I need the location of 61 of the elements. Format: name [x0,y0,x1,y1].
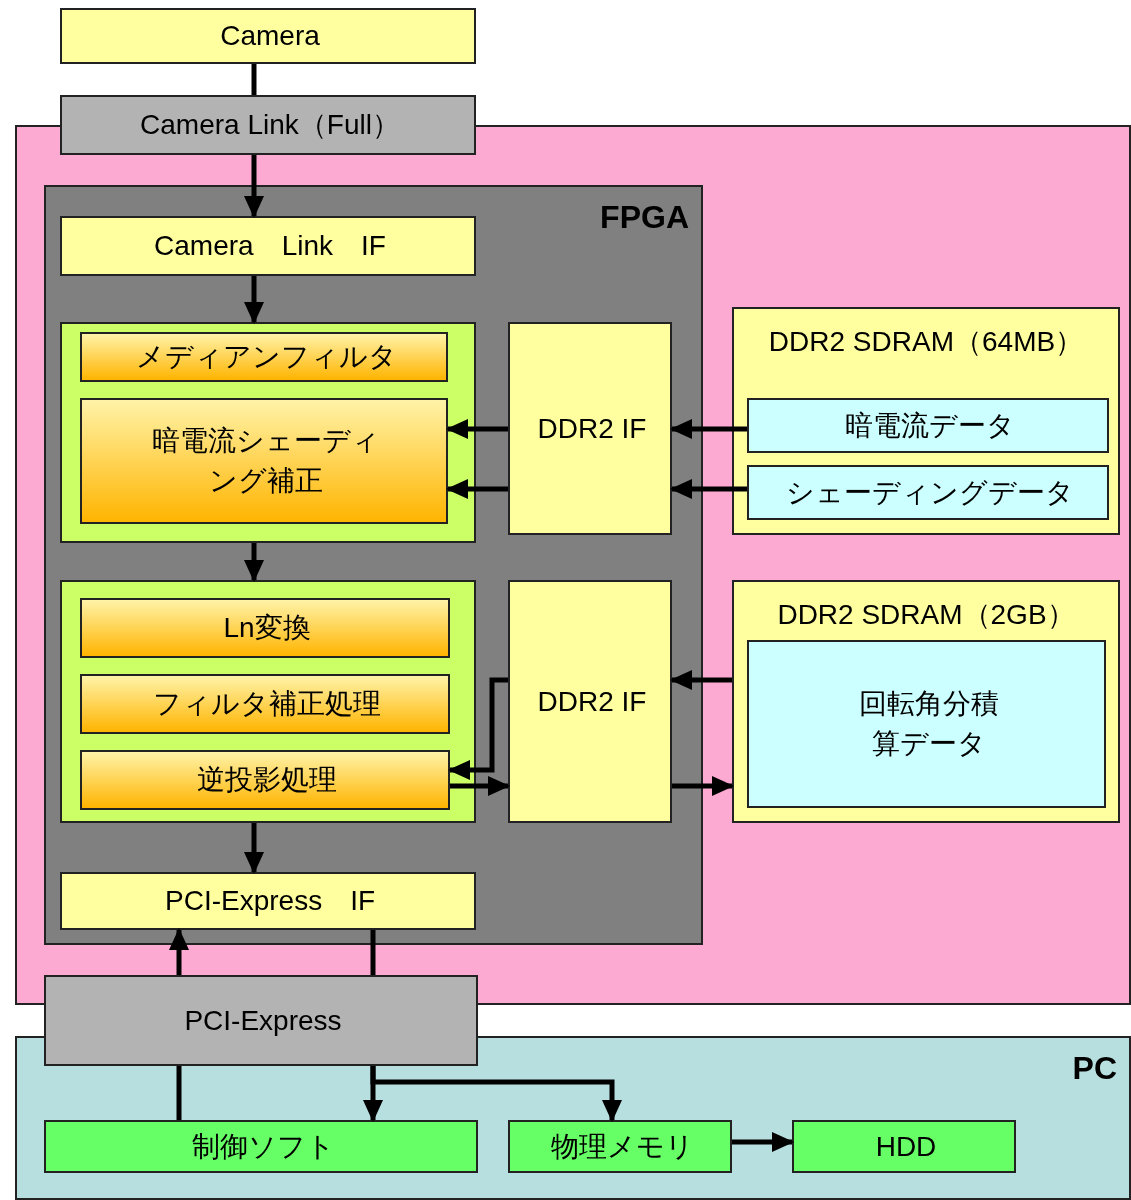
block-label: 回転角分積算データ [858,687,1000,761]
block-label: Ln変換 [222,611,312,645]
arrow [244,276,264,324]
process-box [80,674,450,734]
process-box [80,332,448,382]
interface-box [508,580,672,823]
block-label: PCI-Express [183,1004,343,1037]
arrow [672,776,734,796]
data-box [747,465,1109,520]
arrow [450,776,510,796]
group-box [60,580,476,823]
interface-box [508,322,672,535]
block-label: Camera [219,20,321,52]
block-label: 逆投影処理 [196,763,338,797]
arrow [670,419,747,439]
memory-box [732,580,1120,823]
software-box [44,1120,478,1173]
arrow [670,670,732,690]
data-box [747,398,1109,453]
memory-box [508,1120,732,1173]
arrow [670,479,747,499]
block-label: メディアンフィルタ [134,340,398,374]
area-title: DDR2 SDRAM（2GB） [776,598,1076,632]
group-box [60,322,476,543]
arrow [448,677,508,780]
block-label: 物理メモリ [549,1129,695,1164]
process-box [80,398,448,524]
arrow [446,479,508,499]
arrow [244,155,264,218]
arrow [244,823,264,874]
area-title: PC [1072,1050,1117,1087]
process-box [80,750,450,810]
block-label: PCI-Express IF [164,884,376,918]
interface-box [60,872,476,930]
process-box [80,598,450,658]
block-label: 暗電流データ [844,408,1016,443]
block-label: Camera Link IF [153,229,387,263]
arrow [169,928,189,975]
interface-box [44,975,478,1066]
memory-box [732,307,1120,535]
interface-box [60,216,476,276]
data-box [747,640,1106,808]
block-label: Camera Link（Full） [139,108,401,142]
block-label: DDR2 IF [536,685,648,718]
arrow [244,543,264,582]
area-title: FPGA [600,199,689,236]
fpga-area [44,185,703,945]
arrow [732,1132,794,1152]
block-label: HDD [874,1130,938,1163]
block-label: シェーディングデータ [785,475,1075,510]
block-label: DDR2 IF [536,412,648,445]
arrow [446,419,508,439]
storage-box [792,1120,1016,1173]
camera-box [60,8,476,64]
block-label: 制御ソフト [190,1129,336,1164]
block-label: フィルタ補正処理 [152,687,382,721]
arrow [370,1066,622,1122]
interface-box [60,95,476,155]
area-title: DDR2 SDRAM（64MB） [767,325,1085,359]
pc-area [15,1036,1131,1200]
block-label: 暗電流シェーディング補正 [152,424,380,498]
